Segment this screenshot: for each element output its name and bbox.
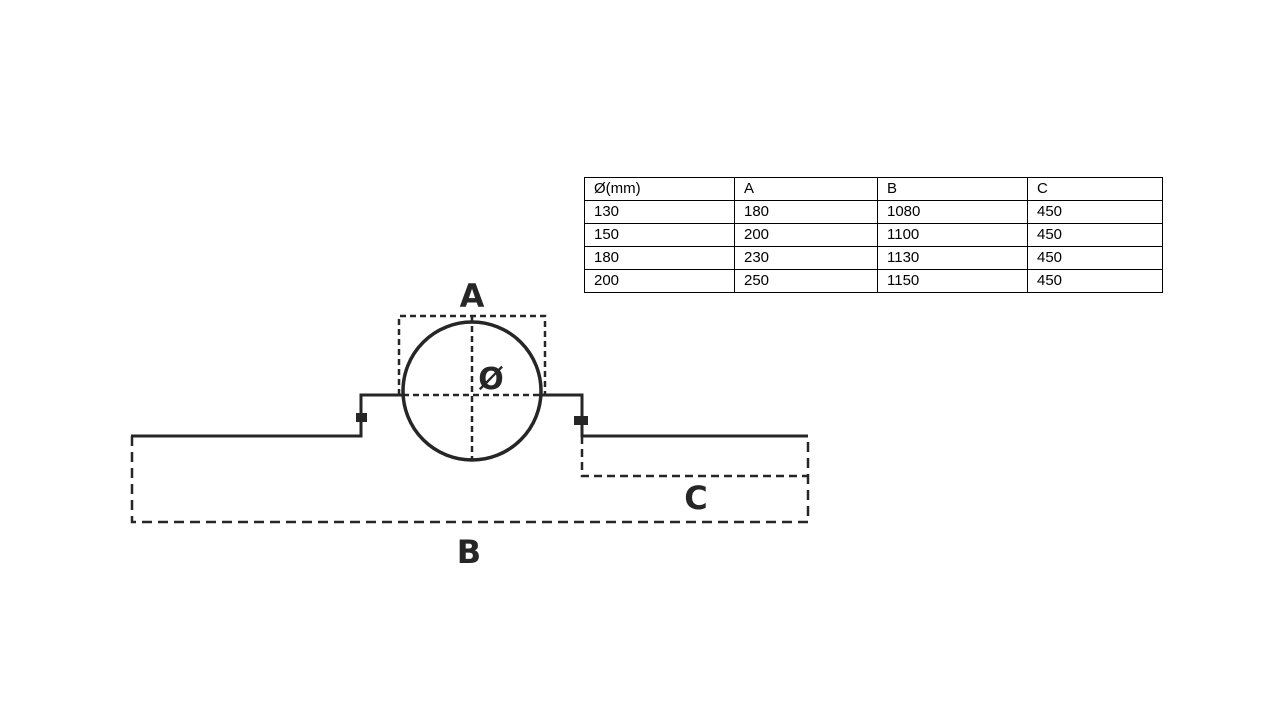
table-header-row: Ø(mm) A B C — [584, 177, 1163, 201]
cell-b: 1080 — [877, 200, 1028, 224]
cell-b: 1100 — [877, 223, 1028, 247]
cell-diameter: 200 — [584, 269, 735, 293]
label-b: B — [457, 533, 481, 571]
cell-b: 1130 — [877, 246, 1028, 270]
fastener-right — [574, 416, 588, 425]
dimension-b-outline — [130, 436, 810, 524]
cell-diameter: 180 — [584, 246, 735, 270]
cell-c: 450 — [1027, 223, 1163, 247]
table-row: 130 180 1080 450 — [584, 200, 1163, 224]
cell-diameter: 130 — [584, 200, 735, 224]
cell-c: 450 — [1027, 200, 1163, 224]
header-a: A — [734, 177, 878, 201]
bracket-right-outline — [541, 393, 808, 438]
cell-diameter: 150 — [584, 223, 735, 247]
table-row: 180 230 1130 450 — [584, 246, 1163, 270]
label-c: C — [684, 479, 707, 517]
table-row: 200 250 1150 450 — [584, 269, 1163, 293]
dimensions-table: Ø(mm) A B C 130 180 1080 450 150 200 110… — [584, 177, 1163, 293]
header-b: B — [877, 177, 1028, 201]
header-c: C — [1027, 177, 1163, 201]
label-a: A — [460, 277, 485, 315]
cell-b: 1150 — [877, 269, 1028, 293]
cell-a: 180 — [734, 200, 878, 224]
table-row: 150 200 1100 450 — [584, 223, 1163, 247]
cell-a: 230 — [734, 246, 878, 270]
cell-a: 250 — [734, 269, 878, 293]
fastener-left — [356, 413, 367, 422]
dimension-a-box — [397, 314, 547, 395]
cell-c: 450 — [1027, 269, 1163, 293]
header-diameter: Ø(mm) — [584, 177, 735, 201]
dimension-c-outline — [580, 436, 808, 478]
cell-c: 450 — [1027, 246, 1163, 270]
cell-a: 200 — [734, 223, 878, 247]
label-diameter: Ø — [478, 362, 504, 397]
